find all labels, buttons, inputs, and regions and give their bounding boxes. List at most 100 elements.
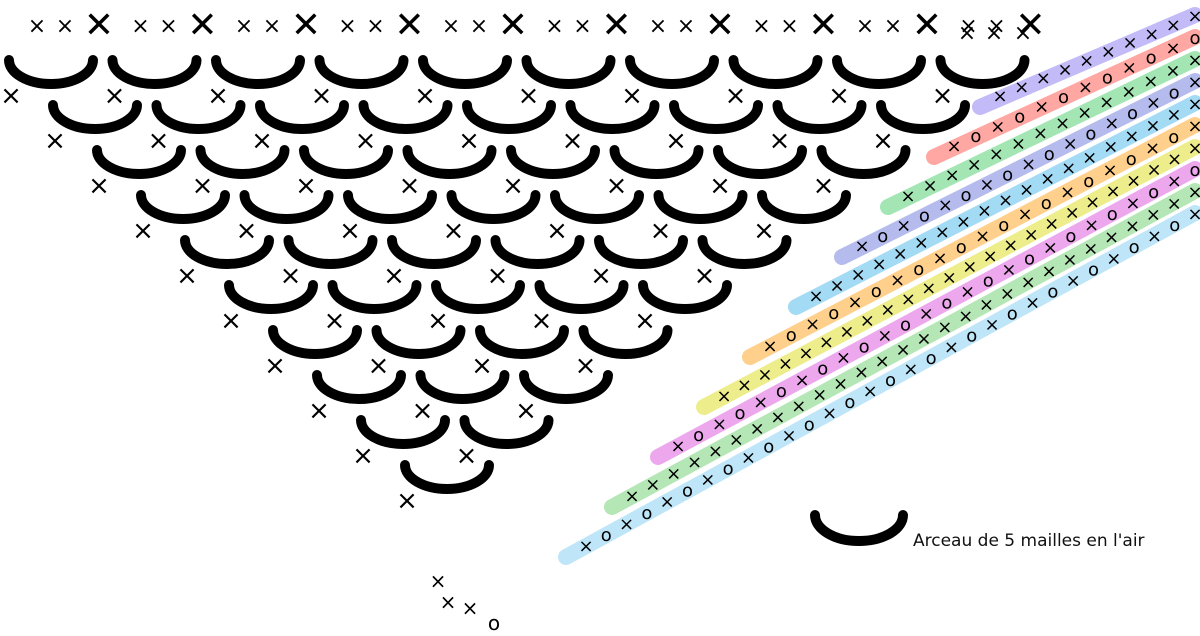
stitch-mark: × [531,306,553,336]
arch [816,145,911,179]
stitch-mark: × [396,486,418,516]
arch [387,235,481,269]
stitch-mark: o [1058,87,1069,108]
stitch-mark: × [443,216,465,246]
stitch-mark: × [1125,193,1140,214]
stitch-mark: o [900,315,911,336]
legend-label: Arceau de 5 mailles en l'air [913,531,1145,551]
stitch-mark: × [1085,192,1100,213]
stitch-mark: × [884,14,902,39]
stitch-mark: × [1146,160,1161,181]
stitch-mark: × [324,306,346,336]
stitch-mark: × [938,195,953,216]
arch [327,280,422,314]
stitch-mark: × [992,86,1007,107]
stitch-mark: × [979,175,994,196]
stitch-mark: o [913,259,924,280]
stitch-mark: × [665,126,687,156]
arch [506,145,600,179]
stitch-mark: × [339,216,361,246]
stitch-mark: o [817,359,828,380]
stitch-mark: o [1102,67,1113,88]
stitch-mark: o [1189,160,1200,181]
stitch-mark: × [1084,215,1099,236]
stitch-mark: × [1167,193,1182,214]
stripe-band [558,205,1200,565]
stitch-mark: o [776,381,787,402]
stitch-mark: × [753,392,768,413]
stitch-mark: × [1122,57,1137,78]
stitch-mark: × [935,222,950,243]
stitch-mark: × [619,514,634,535]
color-stripe: ×××××××××××××××××××××××××××× [604,182,1200,515]
stitch-mark: × [1065,203,1080,224]
stitch-mark: × [1187,94,1200,115]
stitch-mark: × [836,348,851,369]
arch [343,190,437,224]
stitch-mark: × [729,430,744,451]
stitch-mark: × [295,171,317,201]
stitch-mark: o [1047,281,1058,302]
stitch-mark: × [1061,158,1076,179]
stitch-mark: × [624,486,639,507]
stitch-mark: × [1122,33,1137,54]
arch [757,190,851,224]
stitch-mark: × [694,261,716,291]
stitch-mark: × [649,14,667,39]
stitch-mark: × [44,126,66,156]
stitch-mark: × [546,216,568,246]
stitch-mark: × [355,126,377,156]
stitch-mark: ✕ [291,5,321,46]
stitch-mark: × [1187,116,1200,137]
stitch-mark: × [813,171,835,201]
stitch-mark: o [844,392,855,413]
arch [268,325,362,359]
stitch-mark: × [942,267,957,288]
stitch-mark: × [687,452,702,473]
stitch-mark: × [1055,113,1070,134]
stitch-mark: o [804,414,815,435]
stitch-mark: × [621,81,643,111]
stitch-mark: × [916,328,931,349]
stitch-mark: × [1143,71,1158,92]
stitch-mark: × [1125,216,1140,237]
stitch-mark: ✕ [912,5,942,46]
stitch-mark: × [575,351,597,381]
stitch-mark: × [833,373,848,394]
stitch-mark: × [896,216,911,237]
stitch-mark: × [1106,181,1121,202]
stitch-mark: × [462,596,479,620]
stitch-mark: × [1165,60,1180,81]
stitch-mark: × [1003,235,1018,256]
stitch-mark: × [975,226,990,247]
arch [239,190,334,224]
stitch-mark: × [791,396,806,417]
arch [550,190,644,224]
stitch-mark: × [977,201,992,222]
stitch-mark: × [839,321,854,342]
arch [578,325,673,359]
stitch-mark: × [712,414,727,435]
stitch-mark: × [808,286,823,307]
stitch-mark: × [1187,138,1200,159]
stitch-mark: × [207,81,229,111]
stitch-mark: × [650,216,672,246]
color-stripe: ×o×o×o×o×o×o×o×o× [834,72,1200,265]
stitch-mark: × [487,261,509,291]
stitch-mark: o [1014,107,1025,128]
stitch-mark: × [28,14,46,39]
arch [283,235,378,269]
stitch-mark: × [1102,160,1117,181]
stitch-mark: ✕ [1015,5,1045,46]
stitch-mark: × [937,317,952,338]
stitch-mark: ✕ [187,5,217,46]
stitch-mark: × [1034,97,1049,118]
stitch-mark: × [1103,137,1118,158]
stitch-mark: o [1107,204,1118,225]
stitch-mark: × [932,81,954,111]
arch [211,55,305,89]
stitch-mark: ✕ [394,5,424,46]
stitch-mark: o [919,205,930,226]
color-stripe: ×××××××××× [972,6,1200,115]
stitch-mark: × [280,261,302,291]
